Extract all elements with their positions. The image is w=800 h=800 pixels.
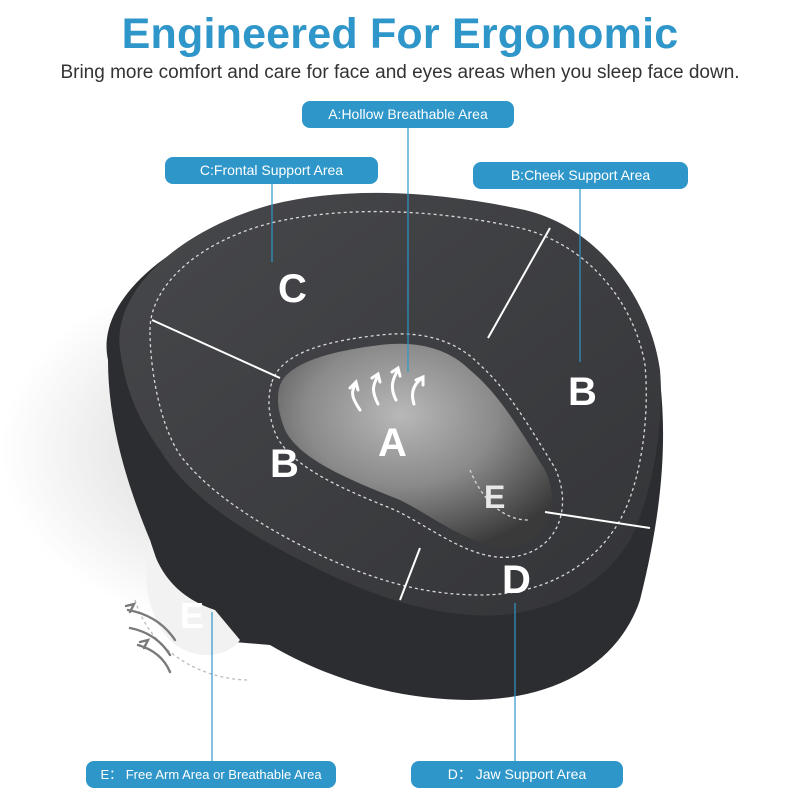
zone-c-letter: C	[278, 267, 307, 311]
callout-hollow-area: A:Hollow Breathable Area	[302, 101, 514, 128]
callout-free-arm-area: E： Free Arm Area or Breathable Area	[86, 761, 336, 788]
divider-d-b	[544, 511, 651, 529]
outer-e-curve	[134, 599, 251, 681]
divider-b-d	[399, 547, 421, 601]
callout-cheek-support: B:Cheek Support Area	[473, 162, 688, 189]
arm-gap	[146, 540, 240, 655]
callout-frontal-support: C:Frontal Support Area	[165, 157, 378, 184]
zone-e-inner-letter: E	[484, 479, 505, 515]
airflow-arrows-icon	[348, 365, 425, 412]
page-subtitle: Bring more comfort and care for face and…	[60, 62, 740, 83]
hollow-area	[277, 343, 552, 547]
page-title: Engineered For Ergonomic	[121, 10, 679, 58]
zone-d-letter: D	[502, 558, 531, 602]
inner-stitch	[268, 333, 564, 558]
callout-jaw-support: D： Jaw Support Area	[411, 761, 623, 788]
zone-b-left-letter: B	[270, 442, 299, 486]
divider-c-b-right	[487, 227, 551, 339]
inner-e-curve	[469, 469, 529, 521]
zone-b-right-letter: B	[568, 370, 597, 414]
zone-e-outer-letter: E	[180, 595, 204, 636]
outer-stitch	[149, 210, 647, 596]
zone-a-letter: A	[378, 421, 407, 465]
side-airflow-icon	[124, 602, 177, 674]
divider-c-b-left	[151, 319, 281, 379]
